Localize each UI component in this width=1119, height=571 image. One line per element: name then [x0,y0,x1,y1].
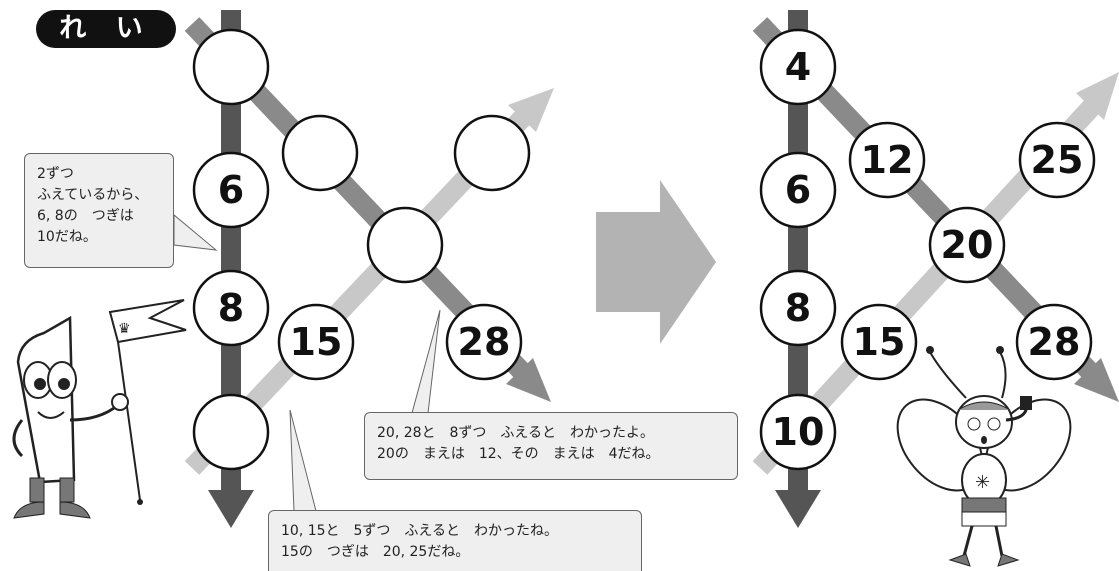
right-circle-1 [848,121,926,199]
left-circle-4[interactable] [366,206,444,284]
hint-bubble-b: 20, 28と 8ずつ ふえると わかったよ。 20の まえは 12、その まえ… [364,412,738,480]
left-circles: 6 8 15 28 [192,28,531,471]
left-vertical-line [221,10,241,497]
left-circle-value-6: 15 [290,320,343,364]
right-circle-8 [759,393,837,471]
left-circle-3 [192,151,270,229]
left-circle-6 [277,303,355,381]
right-circle-2 [1018,121,1096,199]
left-circle-value-5: 8 [218,286,244,330]
right-circle-value-0: 4 [785,45,811,89]
example-label: れ い [36,10,176,48]
right-vertical-line [788,10,808,497]
svg-text:♛: ♛ [118,321,131,337]
right-circle-value-2: 25 [1031,138,1084,182]
bubble-a-pointer [173,213,218,251]
big-right-arrow-icon [596,180,716,344]
left-vertical-arrowhead [208,490,254,528]
left-down-arrowhead [506,358,551,402]
right-circle-value-3: 6 [785,168,811,212]
hint-bubble-a: 2ずつ ふえているから、 6, 8の つぎは 10だね。 [24,153,174,268]
left-circle-value-3: 6 [218,168,244,212]
right-vertical-arrowhead [775,490,821,528]
hint-b-line-1: 20, 28と 8ずつ ふえると わかったよ。 [377,425,655,441]
right-circle-value-4: 20 [941,223,994,267]
left-up-arrowhead [508,88,554,132]
right-circle-4 [928,206,1006,284]
right-circle-value-8: 10 [772,410,825,454]
hint-a-line-1: 2ずつ [37,166,74,182]
hint-b-line-2: 20の まえは 12、その まえは 4だね。 [377,446,660,462]
right-circle-value-6: 15 [853,320,906,364]
hint-a-line-4: 10だね。 [37,229,97,245]
bubble-b-pointer [411,309,441,414]
left-circle-7 [445,303,523,381]
left-circle-0[interactable] [192,28,270,106]
right-circle-0 [759,28,837,106]
right-circle-value-5: 8 [785,286,811,330]
number-one-character-icon: ♛ [12,299,187,519]
hint-a-line-3: 6, 8の つぎは [37,208,134,224]
bubble-c-pointer [289,409,317,512]
hint-bubble-c: 10, 15と 5ずつ ふえると わかったね。 15の つぎは 20, 25だね… [268,510,642,571]
hint-c-line-1: 10, 15と 5ずつ ふえると わかったね。 [281,523,559,539]
right-down-arrowhead [1074,358,1119,402]
left-circle-2[interactable] [453,114,531,192]
svg-text:✳: ✳ [975,472,990,493]
left-circle-value-7: 28 [458,320,511,364]
hint-c-line-2: 15の つぎは 20, 25だね。 [281,544,470,560]
right-circle-7 [1015,303,1093,381]
right-circles: 4 12 25 6 20 8 15 28 10 [759,28,1096,471]
right-circle-6 [840,303,918,381]
left-circle-1[interactable] [281,114,359,192]
bee-character-icon: ✳ [896,346,1072,567]
right-up-arrowhead [1076,72,1119,120]
hint-a-line-2: ふえているから、 [37,187,149,203]
left-circle-5 [192,269,270,347]
left-circle-8[interactable] [192,393,270,471]
right-circle-value-1: 12 [861,138,914,182]
right-circle-value-7: 28 [1028,320,1081,364]
right-circle-3 [759,151,837,229]
right-circle-5 [759,269,837,347]
